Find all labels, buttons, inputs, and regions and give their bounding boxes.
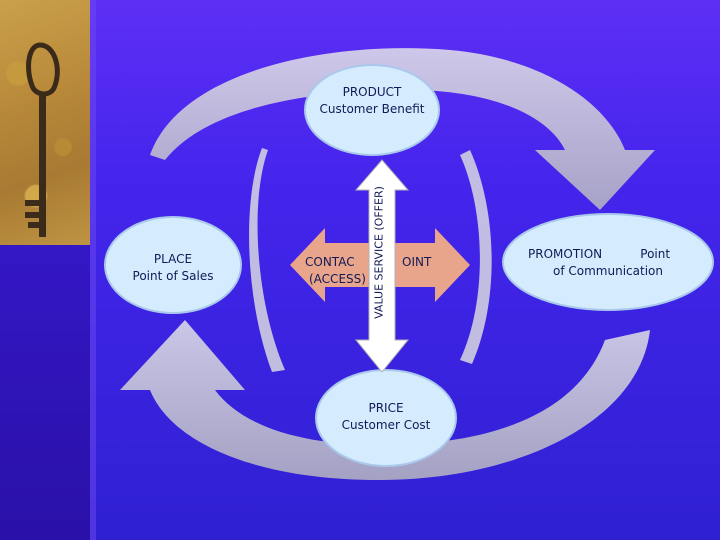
promotion-line1: PROMOTION Point xyxy=(528,247,671,261)
contact-left-sub: (ACCESS) xyxy=(309,272,366,286)
value-service-arrow xyxy=(354,159,410,373)
product-ellipse xyxy=(304,64,440,156)
top-curved-arrow xyxy=(150,48,655,210)
promotion-line2: of Communication xyxy=(553,264,663,278)
bottom-curved-arrow xyxy=(120,320,650,480)
promotion-ellipse xyxy=(502,213,714,311)
inner-right-arc xyxy=(460,150,492,364)
contact-left-label: CONTAC xyxy=(305,255,355,269)
price-subtitle: Customer Cost xyxy=(341,418,431,432)
product-title: PRODUCT xyxy=(342,85,402,99)
place-subtitle: Point of Sales xyxy=(132,269,214,283)
place-ellipse xyxy=(104,216,242,314)
price-ellipse xyxy=(315,369,457,467)
place-title: PLACE xyxy=(153,252,193,266)
contact-right-label: OINT xyxy=(402,255,432,269)
price-title: PRICE xyxy=(368,401,404,415)
product-subtitle: Customer Benefit xyxy=(319,102,425,116)
divider xyxy=(90,0,96,540)
key-icon xyxy=(25,42,60,237)
inner-left-arc xyxy=(249,148,285,372)
value-service-label: VALUE SERVICE (OFFER) xyxy=(372,186,386,319)
